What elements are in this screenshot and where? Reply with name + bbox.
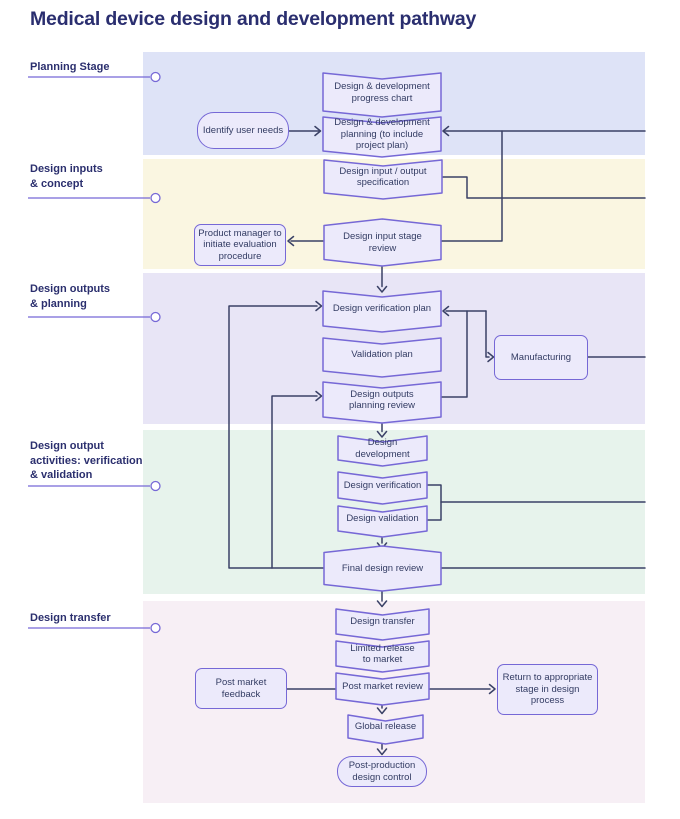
node-shape [335, 608, 430, 641]
node-identify-user-needs: Identify user needs [197, 112, 289, 149]
node-shape [337, 435, 428, 467]
node-shape [335, 672, 430, 706]
node-design-development: Design development [337, 435, 428, 467]
stage-label-design-inputs: Design inputs & concept [30, 163, 103, 190]
stage-label-design-outputs: Design outputs & planning [30, 283, 111, 310]
node-shape [347, 714, 424, 745]
node-shape [337, 471, 428, 505]
node-input-stage-review: Design input stage review [323, 218, 442, 267]
node-product-manager: Product manager to initiate evaluation p… [194, 224, 286, 266]
node-shape [322, 337, 442, 378]
node-outputs-planning-review: Design outputs planning review [322, 381, 442, 424]
node-io-spec: Design input / output specification [323, 159, 443, 200]
node-post-market-review: Post market review [335, 672, 430, 706]
node-shape [323, 159, 443, 200]
stage-marker-circle [150, 192, 161, 204]
flow-arrows [228, 125, 646, 756]
node-dd-planning: Design & development planning (to includ… [322, 116, 442, 158]
node-design-transfer: Design transfer [335, 608, 430, 641]
node-progress-chart: Design & development progress chart [322, 72, 442, 118]
node-shape [322, 290, 442, 333]
node-final-design-review: Final design review [323, 545, 442, 592]
node-return-to-stage: Return to appropriate stage in design pr… [497, 664, 598, 715]
node-design-verification: Design verification [337, 471, 428, 505]
node-limited-release: Limited release to market [335, 640, 430, 673]
stage-marker-circle [150, 311, 161, 323]
stage-label-output-activities: Design output activities: verification &… [30, 440, 143, 481]
stage-marker-circle [150, 480, 161, 492]
node-post-production: Post-production design control [337, 756, 427, 787]
node-post-market-feedback: Post market feedback [195, 668, 287, 709]
stage-marker-circle [150, 71, 161, 83]
node-shape [337, 505, 428, 538]
stage-marker-circle [150, 622, 161, 634]
node-shape [322, 72, 442, 118]
node-global-release: Global release [347, 714, 424, 745]
node-shape [322, 116, 442, 158]
stage-label-design-transfer: Design transfer [30, 612, 111, 624]
node-shape [322, 381, 442, 424]
node-validation-plan: Validation plan [322, 337, 442, 378]
node-design-validation: Design validation [337, 505, 428, 538]
node-shape [335, 640, 430, 673]
stage-leader-lines [28, 71, 161, 634]
page-title: Medical device design and development pa… [30, 8, 477, 30]
node-shape [323, 545, 442, 592]
stage-label-planning: Planning Stage [30, 61, 110, 73]
node-verification-plan: Design verification plan [322, 290, 442, 333]
node-manufacturing: Manufacturing [494, 335, 588, 380]
node-shape [323, 218, 442, 267]
